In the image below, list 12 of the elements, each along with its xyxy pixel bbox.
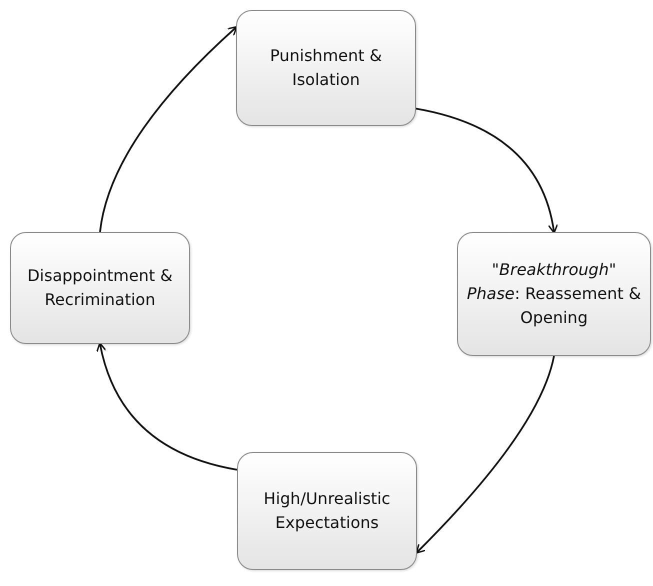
box-text: Punishment & Isolation (269, 45, 383, 91)
box-text: High/Unrealistic Expectations (262, 488, 392, 534)
process-box (457, 232, 651, 356)
curved-arrow (416, 356, 555, 554)
curved-arrow (99, 26, 238, 232)
process-box (237, 452, 417, 570)
curved-arrow (96, 342, 238, 471)
box-text: "Breakthrough" Phase: Reassement & Opening (466, 259, 642, 329)
box-text: Disappointment & Recrimination (26, 265, 174, 311)
process-box (10, 232, 190, 344)
process-box (236, 10, 416, 126)
curved-arrow (416, 108, 558, 234)
